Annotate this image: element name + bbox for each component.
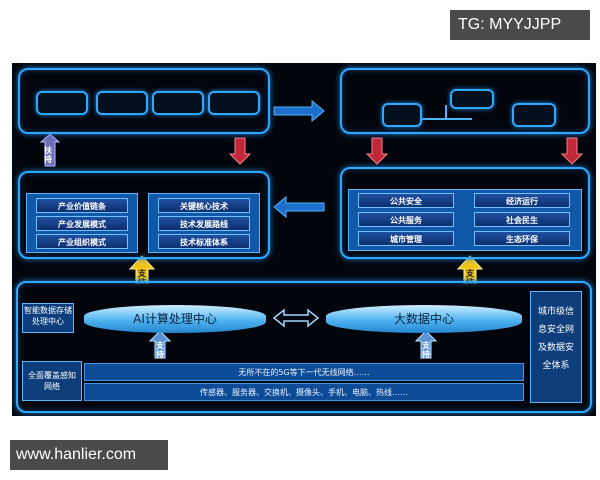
city-right-item-1: 经济运行 (474, 193, 570, 208)
city-middle-frame (340, 167, 590, 259)
storage-label-box (22, 303, 74, 333)
city-left-item-1: 公共安全 (358, 193, 454, 208)
city-right-item-2: 社会民生 (474, 212, 570, 227)
arrow-up-blue-bigdata (414, 330, 438, 359)
industry-top-slot-2 (96, 91, 148, 115)
sensing-label: 全面覆盖感知网络 (28, 371, 76, 391)
industry-middle-frame (18, 171, 270, 259)
connector-layer (39, 99, 584, 359)
city-top-slot-1 (382, 103, 422, 127)
industry-left-item-2: 产业发展模式 (36, 216, 128, 231)
city-left-item-2: 公共服务 (358, 212, 454, 227)
arrow-up-yellow-right (456, 255, 484, 284)
storage-label: 智能数据存储处理中心 (24, 306, 72, 326)
arrow-label-zhichi-bigdata: 支持 (422, 341, 430, 359)
security-box (530, 291, 582, 403)
network-bar-wireless: 无所不在的5G等下一代无线网络…… (84, 363, 524, 381)
industry-left-item-3: 产业组织模式 (36, 234, 128, 249)
network-bar-devices: 传感器、服务器、交换机、摄像头、手机、电脑、热线…… (84, 383, 524, 401)
architecture-diagram: 扶持 支持 支持 支持 支持 产业价值链条 产业发展模式 产业组织模式 关键核心… (12, 63, 596, 416)
industry-top-slot-1 (36, 91, 88, 115)
arrow-label-fuchi: 扶持 (44, 146, 52, 164)
city-top-slot-2 (450, 89, 494, 109)
industry-top-slot-4 (208, 91, 260, 115)
arrow-right-top (273, 99, 325, 123)
arrow-down-red-city-1 (365, 137, 389, 165)
industry-right-item-1: 关键核心技术 (158, 198, 250, 213)
arrow-up-blue-ai (148, 330, 172, 359)
city-right-item-3: 生态环保 (474, 231, 570, 246)
ai-center: AI计算处理中心 (84, 305, 266, 333)
base-frame (16, 281, 592, 413)
arrow-down-red-left (228, 137, 252, 165)
industry-right-item-3: 技术标准体系 (158, 234, 250, 249)
city-top-frame (340, 68, 590, 134)
arrow-up-purple (39, 133, 61, 167)
watermark-bottom: www.hanlier.com (10, 440, 168, 470)
arrow-up-yellow-left (128, 255, 156, 284)
industry-top-frame (18, 68, 270, 134)
city-left-item-3: 城市管理 (358, 231, 454, 246)
watermark-top: TG: MYYJJPP (450, 10, 590, 40)
bigdata-center: 大数据中心 (326, 305, 522, 333)
industry-right-item-2: 技术发展路线 (158, 216, 250, 231)
arrow-double-base (272, 308, 320, 328)
arrow-down-red-city-2 (560, 137, 584, 165)
sensing-label-box (22, 361, 82, 401)
arrow-label-zhichi-ai: 支持 (156, 341, 164, 359)
industry-left-item-1: 产业价值链条 (36, 198, 128, 213)
security-label: 城市级信息安全网及数据安全体系 (537, 307, 574, 371)
industry-top-slot-3 (152, 91, 204, 115)
arrow-left-middle (273, 195, 325, 219)
city-top-slot-3 (512, 103, 556, 127)
